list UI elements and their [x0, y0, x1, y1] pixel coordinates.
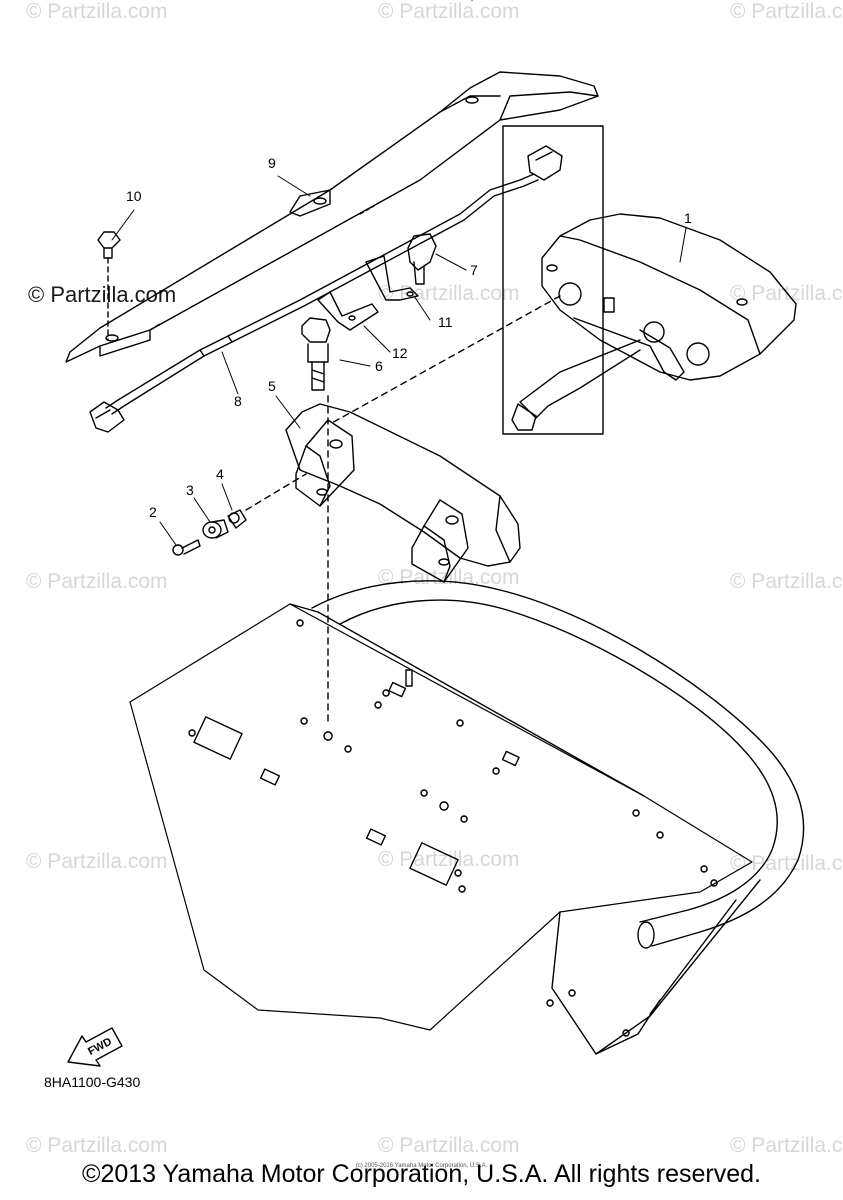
clamp-part	[407, 233, 437, 285]
callout-7: 7	[470, 262, 478, 278]
mounting-bracket-part	[285, 403, 521, 583]
callout-5: 5	[268, 378, 276, 394]
cover-strip-part	[65, 71, 599, 363]
forward-arrow-icon: FWD	[67, 1027, 123, 1067]
bracket-parts	[317, 255, 419, 331]
copyright-notice: ©2013 Yamaha Motor Corporation, U.S.A. A…	[82, 1160, 761, 1188]
callout-1: 1	[684, 210, 692, 226]
callout-2: 2	[149, 504, 157, 520]
callout-8: 8	[234, 393, 242, 409]
clip-part	[97, 231, 121, 341]
tail-light-part	[471, 0, 797, 435]
fastener-parts	[172, 509, 247, 556]
cable-harness-part	[89, 145, 563, 433]
callout-leaders	[111, 175, 687, 546]
callout-11: 11	[438, 314, 453, 330]
callout-9: 9	[268, 155, 276, 171]
callout-12: 12	[392, 345, 408, 361]
rear-frame-part	[129, 580, 805, 1055]
drawing-code: 8HA1100-G430	[44, 1074, 141, 1090]
callout-4: 4	[216, 466, 224, 482]
bolt-part	[301, 317, 331, 391]
callout-3: 3	[186, 482, 194, 498]
callout-6: 6	[375, 358, 383, 374]
callout-10: 10	[126, 188, 142, 204]
small-copyright: (c) 2005-2016 Yamaha Motor Corporation, …	[355, 1163, 488, 1169]
